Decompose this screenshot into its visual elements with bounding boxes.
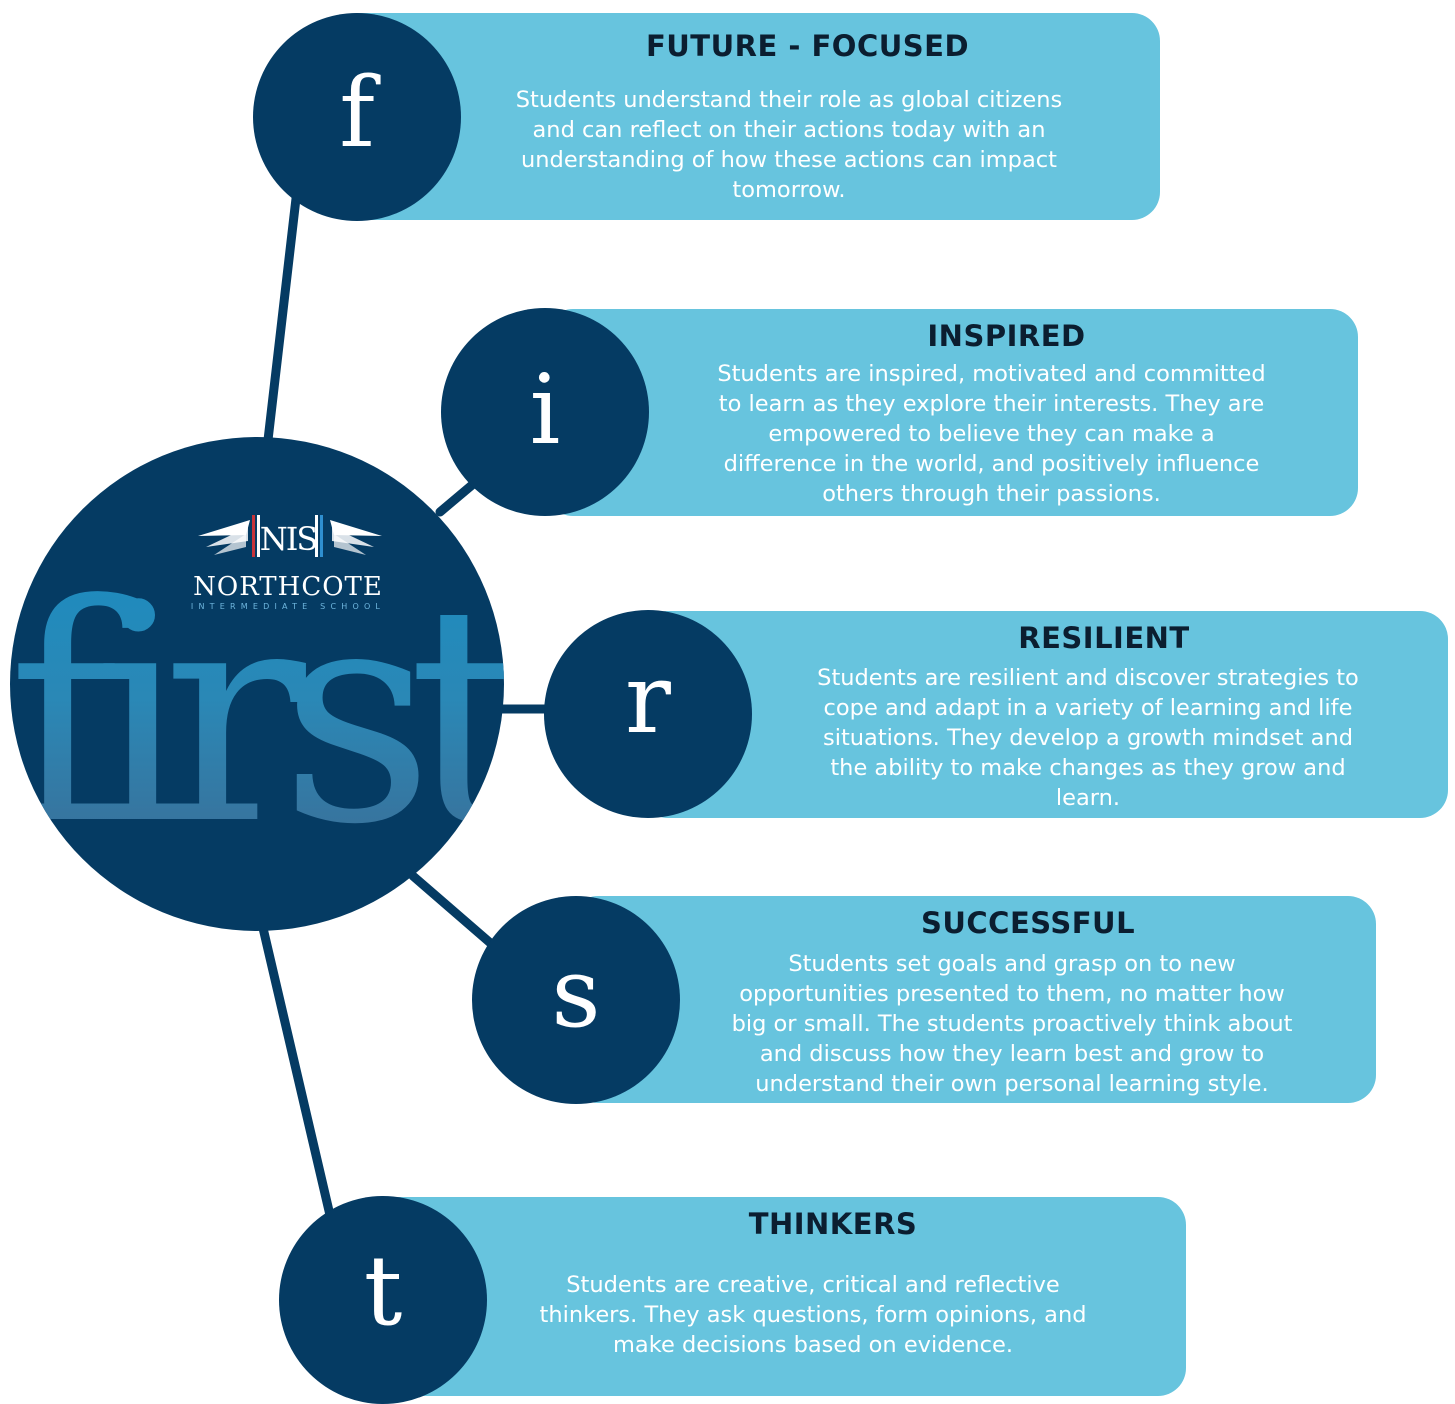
letter-circle-f: f xyxy=(253,13,461,221)
school-logo: NIS first NORTHCOTE INTERMEDIATE SCHOOL xyxy=(10,515,504,890)
logo-hub: NIS first NORTHCOTE INTERMEDIATE SCHOOL xyxy=(10,437,504,931)
text-line: others through their passions. xyxy=(822,481,1161,507)
card-thinkers: THINKERS Students are creative, critical… xyxy=(370,1197,1186,1396)
text-line: Students are inspired, motivated and com… xyxy=(717,361,1266,387)
card-title: THINKERS xyxy=(748,1207,918,1241)
text-line: Students are creative, critical and refl… xyxy=(566,1272,1060,1298)
text-line: learn. xyxy=(1055,785,1121,811)
card-resilient: RESILIENT Students are resilient and dis… xyxy=(640,611,1448,818)
logo-wordmark: first xyxy=(10,541,504,890)
text-line: understand their own personal learning s… xyxy=(755,1071,1269,1097)
card-title: RESILIENT xyxy=(1018,621,1190,655)
text-line: make decisions based on evidence. xyxy=(613,1332,1013,1358)
text-line: and discuss how they learn best and grow… xyxy=(759,1041,1265,1067)
book-spines-icon xyxy=(252,515,323,557)
text-line: empowered to believe they can make a xyxy=(768,421,1215,447)
card-description: Students understand their role as global… xyxy=(458,85,1120,205)
card-title: FUTURE - FOCUSED xyxy=(645,29,970,63)
letter-t: t xyxy=(363,1235,403,1347)
letter-f: f xyxy=(339,57,375,169)
card-description: Students are resilient and discover stra… xyxy=(758,663,1418,813)
letter-circle-s: s xyxy=(472,896,680,1104)
card-description: Students set goals and grasp on to new o… xyxy=(678,949,1346,1099)
letter-circle-r: r xyxy=(544,610,752,818)
logo-school-name: NORTHCOTE xyxy=(193,572,383,602)
card-successful: SUCCESSFUL Students set goals and grasp … xyxy=(570,896,1376,1103)
letter-circle-t: t xyxy=(279,1196,487,1404)
letter-s: s xyxy=(551,937,601,1049)
text-line: big or small. The students proactively t… xyxy=(731,1011,1293,1037)
card-description: Students are inspired, motivated and com… xyxy=(655,359,1328,509)
text-line: difference in the world, and positively … xyxy=(723,451,1260,477)
text-line: tomorrow. xyxy=(732,177,846,203)
connector-f xyxy=(263,185,302,445)
letter-i: i xyxy=(529,354,561,466)
text-line: and can reflect on their actions today w… xyxy=(532,117,1046,143)
text-line: situations. They develop a growth mindse… xyxy=(823,725,1353,751)
text-line: opportunities presented to them, no matt… xyxy=(739,981,1285,1007)
card-title: SUCCESSFUL xyxy=(920,906,1136,940)
card-inspired: INSPIRED Students are inspired, motivate… xyxy=(545,309,1358,516)
text-line: cope and adapt in a variety of learning … xyxy=(823,695,1353,721)
text-line: thinkers. They ask questions, form opini… xyxy=(539,1302,1087,1328)
card-future-focused: FUTURE - FOCUSED Students understand the… xyxy=(330,13,1160,220)
connector-t xyxy=(258,923,338,1233)
text-line: Students are resilient and discover stra… xyxy=(817,665,1359,691)
logo-monogram: NIS xyxy=(260,520,317,558)
text-line: understanding of how these actions can i… xyxy=(521,147,1057,173)
text-line: Students set goals and grasp on to new xyxy=(788,951,1236,977)
text-line: to learn as they explore their interests… xyxy=(718,391,1265,417)
connector-s xyxy=(408,871,500,952)
card-description: Students are creative, critical and refl… xyxy=(480,1270,1146,1360)
text-line: the ability to make changes as they grow… xyxy=(830,755,1346,781)
wings-icon xyxy=(198,520,382,555)
letter-circle-i: i xyxy=(441,308,649,516)
letter-r: r xyxy=(625,643,671,755)
text-line: Students understand their role as global… xyxy=(515,87,1063,113)
logo-school-subtitle: INTERMEDIATE SCHOOL xyxy=(191,602,385,611)
card-title: INSPIRED xyxy=(927,319,1086,353)
